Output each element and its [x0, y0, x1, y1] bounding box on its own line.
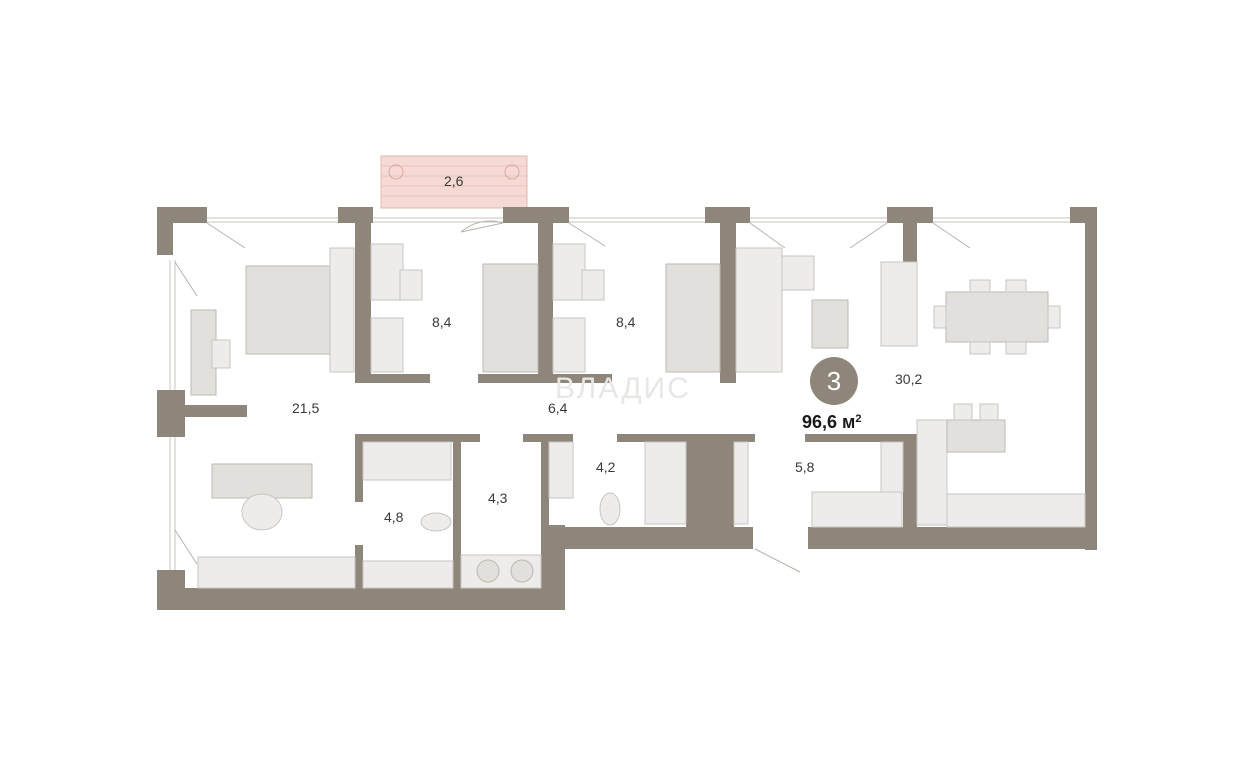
room-area-label: 21,5 [292, 400, 319, 416]
room-labels: 2,6 8,4 8,4 30,2 21,5 6,4 4,2 5,8 4,8 4,… [292, 173, 922, 525]
total-area: 96,6 м2 [802, 412, 861, 432]
windows [169, 217, 1070, 570]
room-area-label: 8,4 [432, 314, 452, 330]
room-area-label: 5,8 [795, 459, 815, 475]
room-area-label: 8,4 [616, 314, 636, 330]
watermark: ВЛАДИС [555, 372, 691, 405]
rooms-count: 3 [827, 366, 841, 396]
rooms-count-badge: 3 [810, 357, 858, 405]
room-area-label: 2,6 [444, 173, 464, 189]
balcony [380, 155, 528, 209]
room-area-label: 4,2 [596, 459, 616, 475]
walls [157, 207, 1097, 610]
room-area-label: 4,3 [488, 490, 508, 506]
doors [174, 220, 971, 573]
room-area-label: 30,2 [895, 371, 922, 387]
furniture [190, 243, 1086, 589]
room-area-label: 6,4 [548, 400, 568, 416]
room-area-label: 4,8 [384, 509, 404, 525]
